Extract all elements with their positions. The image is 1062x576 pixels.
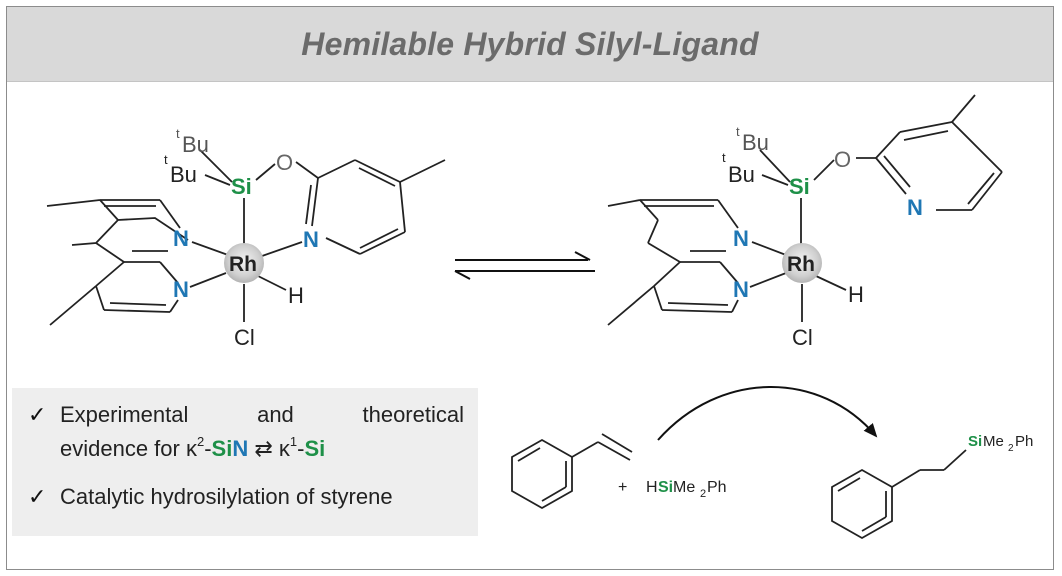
word: and bbox=[257, 402, 294, 427]
tbu-superscript: t bbox=[736, 124, 740, 139]
equilibrium-arrows bbox=[454, 251, 595, 280]
bipy-nitrogen: N bbox=[173, 226, 189, 251]
kappa: κ bbox=[185, 436, 197, 462]
text: evidence for bbox=[60, 436, 186, 462]
tbu-superscript: t bbox=[176, 126, 180, 141]
findings-box: ✓ Experimental and theoretical evidence … bbox=[12, 388, 478, 536]
reaction-arrow bbox=[657, 386, 878, 441]
n-label: N bbox=[232, 436, 249, 462]
product-si: Si bbox=[968, 433, 982, 450]
page-title: Hemilable Hybrid Silyl-Ligand bbox=[301, 25, 759, 62]
complex-right bbox=[607, 94, 1003, 326]
tbu-label: Bu bbox=[728, 162, 755, 187]
silane-ph: Ph bbox=[707, 479, 727, 496]
rhodium-atom: Rh bbox=[787, 253, 815, 276]
bipy-nitrogen: N bbox=[173, 277, 189, 302]
silicon-atom: Si bbox=[789, 174, 810, 199]
hydride: H bbox=[288, 283, 304, 308]
atom-labels-right: t Bu t Bu Si O N N N Rh H Cl bbox=[722, 124, 923, 350]
styrene bbox=[511, 433, 633, 510]
silane-si: Si bbox=[658, 479, 673, 496]
superscript: 1 bbox=[289, 433, 298, 449]
equilibrium-symbol: ⇄ bbox=[248, 436, 279, 462]
superscript: 2 bbox=[196, 433, 205, 449]
rh-center-right bbox=[782, 243, 822, 283]
text: - bbox=[297, 436, 305, 462]
product bbox=[831, 449, 967, 540]
tbu-superscript: t bbox=[164, 152, 168, 167]
oxygen-atom: O bbox=[834, 147, 851, 172]
product-subscript: 2 bbox=[1008, 443, 1014, 454]
reaction-labels: + H Si Me 2 Ph Si Me 2 Ph bbox=[618, 433, 1033, 500]
hydride: H bbox=[848, 282, 864, 307]
atom-labels-left: t Bu t Bu Si O N N N Rh H Cl bbox=[164, 126, 319, 350]
product-ph: Ph bbox=[1015, 433, 1033, 450]
silane-me: Me bbox=[673, 479, 695, 496]
silicon-atom: Si bbox=[231, 174, 252, 199]
oxygen-atom: O bbox=[276, 150, 293, 175]
product-me: Me bbox=[983, 433, 1004, 450]
text: - bbox=[204, 436, 212, 462]
title-banner: Hemilable Hybrid Silyl-Ligand bbox=[7, 7, 1053, 82]
kappa: κ bbox=[278, 436, 290, 462]
finding-1-line-1: Experimental and theoretical bbox=[60, 398, 464, 432]
plus-sign: + bbox=[618, 479, 627, 496]
si-label: Si bbox=[304, 436, 326, 462]
complex-left bbox=[46, 149, 446, 326]
word: Experimental bbox=[60, 402, 189, 427]
check-icon: ✓ bbox=[28, 484, 47, 510]
chloride: Cl bbox=[234, 325, 255, 350]
word: theoretical bbox=[362, 402, 464, 427]
tbu-label: Bu bbox=[182, 132, 209, 157]
pyridine-nitrogen: N bbox=[907, 195, 923, 220]
finding-2: ✓ Catalytic hydrosilylation of styrene bbox=[26, 480, 464, 514]
si-label: Si bbox=[211, 436, 233, 462]
rhodium-atom: Rh bbox=[229, 253, 257, 276]
finding-2-text: Catalytic hydrosilylation of styrene bbox=[60, 484, 393, 510]
finding-1-line-2: evidence for κ2-SiN ⇄ κ1-Si bbox=[60, 432, 464, 466]
chloride: Cl bbox=[792, 325, 813, 350]
bipy-nitrogen: N bbox=[733, 277, 749, 302]
silane-subscript: 2 bbox=[700, 488, 706, 500]
bipy-nitrogen: N bbox=[733, 226, 749, 251]
tbu-superscript: t bbox=[722, 150, 726, 165]
pyridine-nitrogen: N bbox=[303, 227, 319, 252]
tbu-label: Bu bbox=[742, 130, 769, 155]
tbu-label: Bu bbox=[170, 162, 197, 187]
finding-1: ✓ Experimental and theoretical evidence … bbox=[26, 398, 464, 466]
rh-center-left bbox=[224, 243, 264, 283]
check-icon: ✓ bbox=[28, 402, 47, 427]
silane-h: H bbox=[646, 479, 658, 496]
